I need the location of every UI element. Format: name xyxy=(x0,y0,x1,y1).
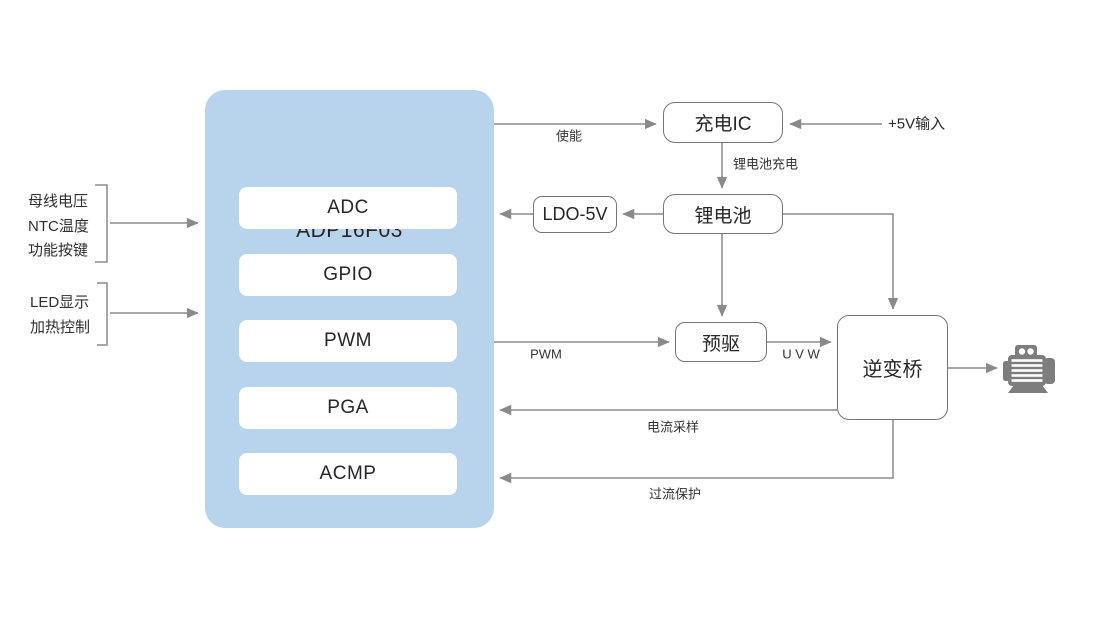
bracket-inputs-group2 xyxy=(97,282,108,346)
chip-module-adc: ADC xyxy=(239,187,457,229)
input-led-display: LED显示 xyxy=(30,294,90,311)
node-charger-ic: 充电IC xyxy=(663,102,783,143)
label-battery-charge: 锂电池充电 xyxy=(733,156,799,172)
chip-block: ADP16F03 ADC GPIO PWM PGA ACMP xyxy=(205,90,494,528)
label-pwm: PWM xyxy=(530,346,562,362)
motor-icon xyxy=(1003,345,1055,393)
label-overcurrent: 过流保护 xyxy=(648,486,702,502)
label-current-sample: 电流采样 xyxy=(646,419,700,435)
label-enable: 使能 xyxy=(555,128,583,144)
input-ntc-temp: NTC温度 xyxy=(28,217,89,235)
chip-module-gpio: GPIO xyxy=(239,254,457,296)
chip-module-pwm: PWM xyxy=(239,320,457,362)
input-bus-voltage: 母线电压 xyxy=(28,193,89,210)
bracket-inputs-group1 xyxy=(95,184,108,263)
label-5v-input: +5V输入 xyxy=(888,115,946,133)
input-group-control: LED显示 加热控制 xyxy=(30,291,90,340)
input-function-key: 功能按键 xyxy=(28,242,89,259)
node-predriver: 预驱 xyxy=(675,322,767,362)
node-ldo-5v: LDO-5V xyxy=(533,196,617,233)
input-heat-control: 加热控制 xyxy=(30,318,91,336)
label-uvw: U V W xyxy=(782,346,820,362)
wire-overcurrent xyxy=(499,420,894,484)
input-group-analog: 母线电压 NTC温度 功能按键 xyxy=(28,190,89,264)
chip-module-acmp: ACMP xyxy=(239,453,457,495)
node-inverter-bridge: 逆变桥 xyxy=(837,315,948,420)
chip-module-pga: PGA xyxy=(239,387,457,429)
wire-battery-to-inverter xyxy=(783,213,899,310)
node-battery: 锂电池 xyxy=(663,194,783,234)
